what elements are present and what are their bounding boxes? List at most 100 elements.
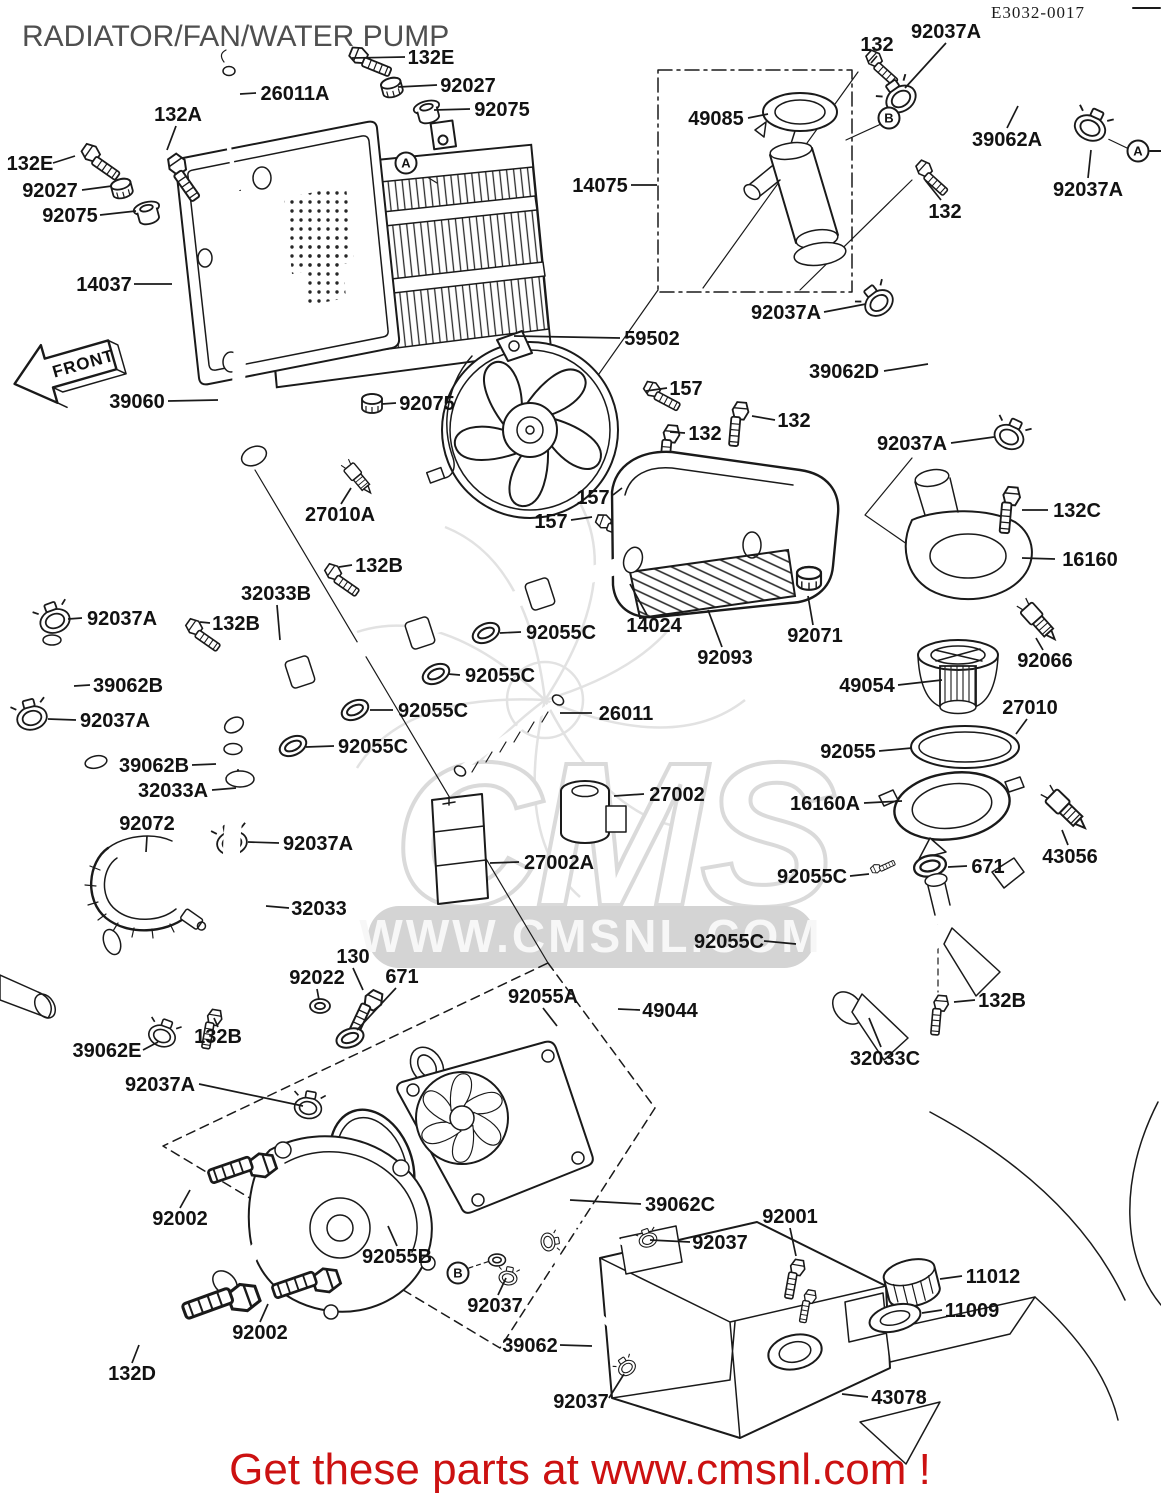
part-label-92002: 92002 [152, 1208, 208, 1230]
part-label-39062A: 39062A [972, 129, 1042, 151]
leader-line [259, 1303, 269, 1323]
watermark-band-text: WWW.CMSNL.COM [359, 910, 822, 962]
leader-line [939, 1275, 963, 1280]
part-label-132B: 132B [212, 613, 260, 635]
part-label-132A: 132A [154, 104, 202, 126]
part-label-132: 132 [860, 34, 893, 56]
part-label-132E: 132E [7, 153, 54, 175]
part-label-14037: 14037 [76, 274, 132, 296]
part-label-92002: 92002 [232, 1322, 288, 1344]
part-label-92093: 92093 [697, 647, 753, 669]
part-label-92001: 92001 [762, 1206, 818, 1228]
part-label-16160: 16160 [1062, 549, 1118, 571]
leader-line [789, 1227, 797, 1257]
part-label-32033B: 32033B [241, 583, 311, 605]
leader-line [52, 155, 76, 164]
part-label-92027: 92027 [440, 75, 496, 97]
front-arrow: FRONT [13, 339, 127, 409]
part-label-92055C: 92055C [465, 665, 535, 687]
leader-line [629, 583, 648, 616]
leader-line [617, 1008, 641, 1011]
part-label-132C: 132C [1053, 500, 1101, 522]
leader-line [81, 185, 113, 191]
part-label-92037: 92037 [692, 1232, 748, 1254]
part-label-92055C: 92055C [398, 700, 468, 722]
part-label-92071: 92071 [787, 625, 843, 647]
leader-line [67, 617, 83, 620]
leader-line [47, 718, 77, 721]
leader-line [199, 621, 211, 624]
page-title: RADIATOR/FAN/WATER PUMP [22, 20, 449, 53]
part-label-132: 132 [928, 201, 961, 223]
leader-line [870, 55, 878, 64]
callout-circle-A [1126, 139, 1150, 163]
leader-line [542, 1007, 558, 1027]
part-label-130: 130 [336, 946, 369, 968]
leader-line [99, 210, 137, 216]
leader-line [381, 402, 397, 405]
leader-line [213, 1017, 219, 1028]
callout-circle-A [394, 151, 418, 175]
leader-line [497, 1277, 507, 1296]
part-label-92037A: 92037A [80, 710, 150, 732]
leader-line [211, 787, 237, 791]
leader-line [849, 873, 870, 877]
part-label-43056: 43056 [1042, 846, 1098, 868]
part-label-92022: 92022 [289, 967, 345, 989]
part-label-92075: 92075 [399, 393, 455, 415]
leader-line [265, 905, 290, 909]
leader-line [897, 679, 943, 686]
callout-letter-A: A [1133, 144, 1143, 159]
part-label-132E: 132E [408, 47, 455, 69]
leader-line [142, 1041, 159, 1051]
leader-line [73, 684, 91, 687]
part-label-157: 157 [576, 487, 609, 509]
part-labels: 132E920279207526011A132A132E920279207514… [7, 21, 1123, 1413]
leader-line [351, 56, 406, 59]
leader-line [499, 631, 522, 634]
part-label-92075: 92075 [42, 205, 98, 227]
leader-line [433, 108, 471, 111]
part-label-49085: 49085 [688, 108, 744, 130]
part-label-92055: 92055 [820, 741, 876, 763]
leader-lines [47, 42, 1092, 1399]
leader-line [131, 1344, 140, 1364]
leader-line [707, 609, 723, 648]
part-label-92055C: 92055C [694, 931, 764, 953]
leader-line [1061, 829, 1069, 846]
part-label-92055C: 92055C [338, 736, 408, 758]
part-label-92075: 92075 [474, 99, 530, 121]
callout-letter-A: A [401, 156, 411, 171]
part-label-27010: 27010 [1002, 697, 1058, 719]
footer-link-text[interactable]: Get these parts at www.cmsnl.com ! [229, 1445, 931, 1494]
leader-line [669, 431, 686, 434]
part-label-132B: 132B [978, 990, 1026, 1012]
part-label-92055C: 92055C [777, 866, 847, 888]
part-label-14075: 14075 [572, 175, 628, 197]
part-label-92037A: 92037A [283, 833, 353, 855]
part-label-39060: 39060 [109, 391, 165, 413]
leader-line [1035, 637, 1044, 651]
leader-line [166, 125, 177, 151]
leader-line [276, 604, 281, 641]
leader-line [569, 1199, 642, 1205]
part-label-11009: 11009 [945, 1300, 1000, 1322]
leader-line [340, 487, 352, 505]
leader-line [868, 1017, 882, 1048]
diagram-line-art: FRONT [0, 7, 1161, 1465]
leader-line [878, 747, 913, 752]
part-label-49054: 49054 [839, 675, 895, 697]
leader-line [356, 987, 397, 1031]
part-label-59502: 59502 [624, 328, 680, 350]
leader-line [338, 564, 353, 568]
part-label-11012: 11012 [966, 1266, 1021, 1288]
part-label-92066: 92066 [1017, 650, 1073, 672]
callout-circle-B [446, 1261, 470, 1285]
part-label-671: 671 [971, 856, 1004, 878]
part-label-27010A: 27010A [305, 504, 375, 526]
leader-line [513, 335, 621, 339]
part-label-39062: 39062 [502, 1335, 558, 1357]
leader-line [863, 800, 903, 804]
